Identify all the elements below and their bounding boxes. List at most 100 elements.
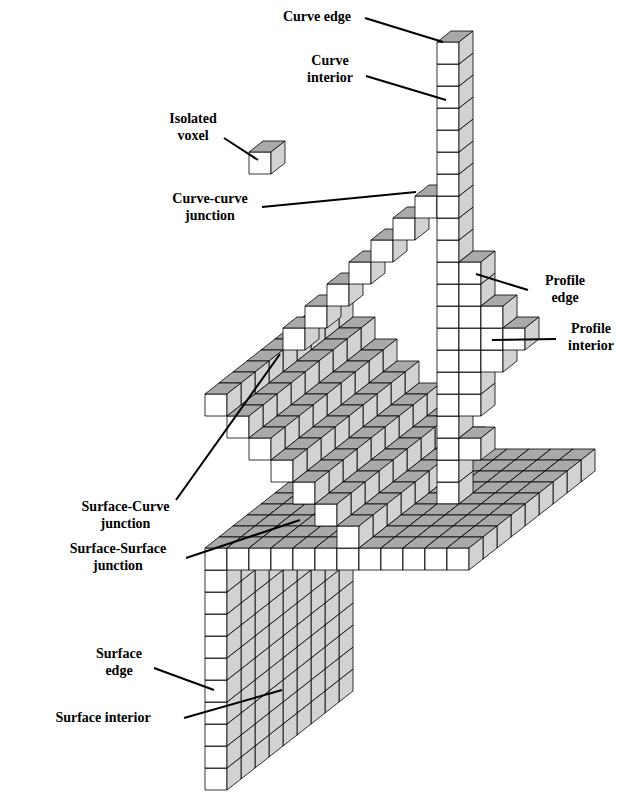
voxel-face [459, 328, 481, 350]
leader-line [492, 339, 556, 340]
voxel-face [205, 724, 227, 746]
voxel-face [415, 196, 437, 218]
callout-label: Isolated voxel [158, 110, 228, 144]
voxel-face [359, 548, 381, 570]
voxel-face [205, 592, 227, 614]
leader-line [365, 18, 443, 42]
voxel-face [205, 658, 227, 680]
voxel-face [437, 108, 459, 130]
voxel-face [249, 548, 271, 570]
voxel-face [437, 460, 459, 482]
voxel-face [459, 372, 481, 394]
voxel-face [481, 427, 495, 460]
voxel-face [315, 504, 337, 526]
voxel-face [271, 460, 293, 482]
voxel-face [381, 548, 403, 570]
leader-line [262, 192, 416, 207]
voxel-face [437, 306, 459, 328]
voxel-face [437, 284, 459, 306]
leader-line [154, 668, 214, 690]
leader-line [476, 274, 528, 290]
voxel-face [227, 548, 249, 570]
voxel-face [437, 218, 459, 240]
voxel-face [437, 372, 459, 394]
voxel-face [567, 460, 581, 493]
voxel-face [327, 284, 349, 306]
callout-label: Surface interior [22, 709, 184, 726]
voxel-face [437, 394, 459, 416]
voxel-face [437, 196, 459, 218]
voxel-face [371, 240, 393, 262]
voxel-face [205, 394, 227, 416]
voxel-face [447, 548, 469, 570]
voxel-face [437, 42, 459, 64]
voxel-face [305, 306, 327, 328]
voxel-face [511, 504, 525, 537]
callout-label: Surface edge [84, 645, 154, 679]
voxel-face [205, 768, 227, 790]
voxel-face [205, 570, 227, 592]
voxel-face [459, 262, 481, 284]
voxel-face [205, 614, 227, 636]
voxel-face [437, 350, 459, 372]
voxel-face [205, 702, 227, 724]
callout-label: Curve-curve junction [160, 190, 260, 224]
voxel-face [437, 130, 459, 152]
voxel-face [459, 438, 481, 460]
voxel-face [459, 31, 473, 64]
voxel-face [481, 350, 503, 372]
voxel-face [469, 537, 483, 570]
voxel-face [205, 746, 227, 768]
voxel-face [437, 64, 459, 86]
callout-label: Profile edge [530, 272, 600, 306]
callout-label: Curve interior [290, 52, 370, 86]
voxel-face [227, 416, 249, 438]
voxel-face [459, 394, 481, 416]
voxel-face [349, 262, 371, 284]
voxel-face [271, 141, 285, 174]
voxel-face [205, 680, 227, 702]
voxel-face [539, 482, 553, 515]
voxel-face [271, 548, 293, 570]
voxel-face [315, 548, 337, 570]
voxel-face [205, 636, 227, 658]
voxel-face [525, 493, 539, 526]
voxel-face [403, 548, 425, 570]
leader-line [224, 138, 258, 160]
callout-label: Surface-Curve junction [68, 498, 183, 532]
voxel-face [437, 152, 459, 174]
voxel-face [393, 218, 415, 240]
voxel-face [437, 416, 459, 438]
leader-line [366, 76, 446, 100]
voxel-face [437, 438, 459, 460]
voxel-face [437, 328, 459, 350]
leader-line [184, 690, 282, 718]
voxel-face [553, 471, 567, 504]
voxel-face [459, 284, 481, 306]
voxel-face [437, 86, 459, 108]
voxel-face [459, 350, 481, 372]
voxel-face [283, 328, 305, 350]
leader-line [186, 520, 300, 558]
leader-line [176, 354, 280, 500]
callout-label: Curve edge [262, 8, 372, 25]
callout-label: Profile interior [556, 320, 626, 354]
voxel-face [337, 548, 359, 570]
voxel-face [481, 306, 503, 328]
voxel-face [293, 548, 315, 570]
voxel-face [437, 174, 459, 196]
voxel-face [293, 482, 315, 504]
voxel-face [459, 306, 481, 328]
voxel-face [437, 262, 459, 284]
voxel-face [483, 526, 497, 559]
voxel-face [581, 449, 595, 482]
voxel-face [525, 317, 539, 350]
voxel-face [437, 240, 459, 262]
voxel-face [337, 526, 359, 548]
voxel-face [425, 548, 447, 570]
callout-label: Surface-Surface junction [52, 540, 184, 574]
voxel-face [249, 438, 271, 460]
